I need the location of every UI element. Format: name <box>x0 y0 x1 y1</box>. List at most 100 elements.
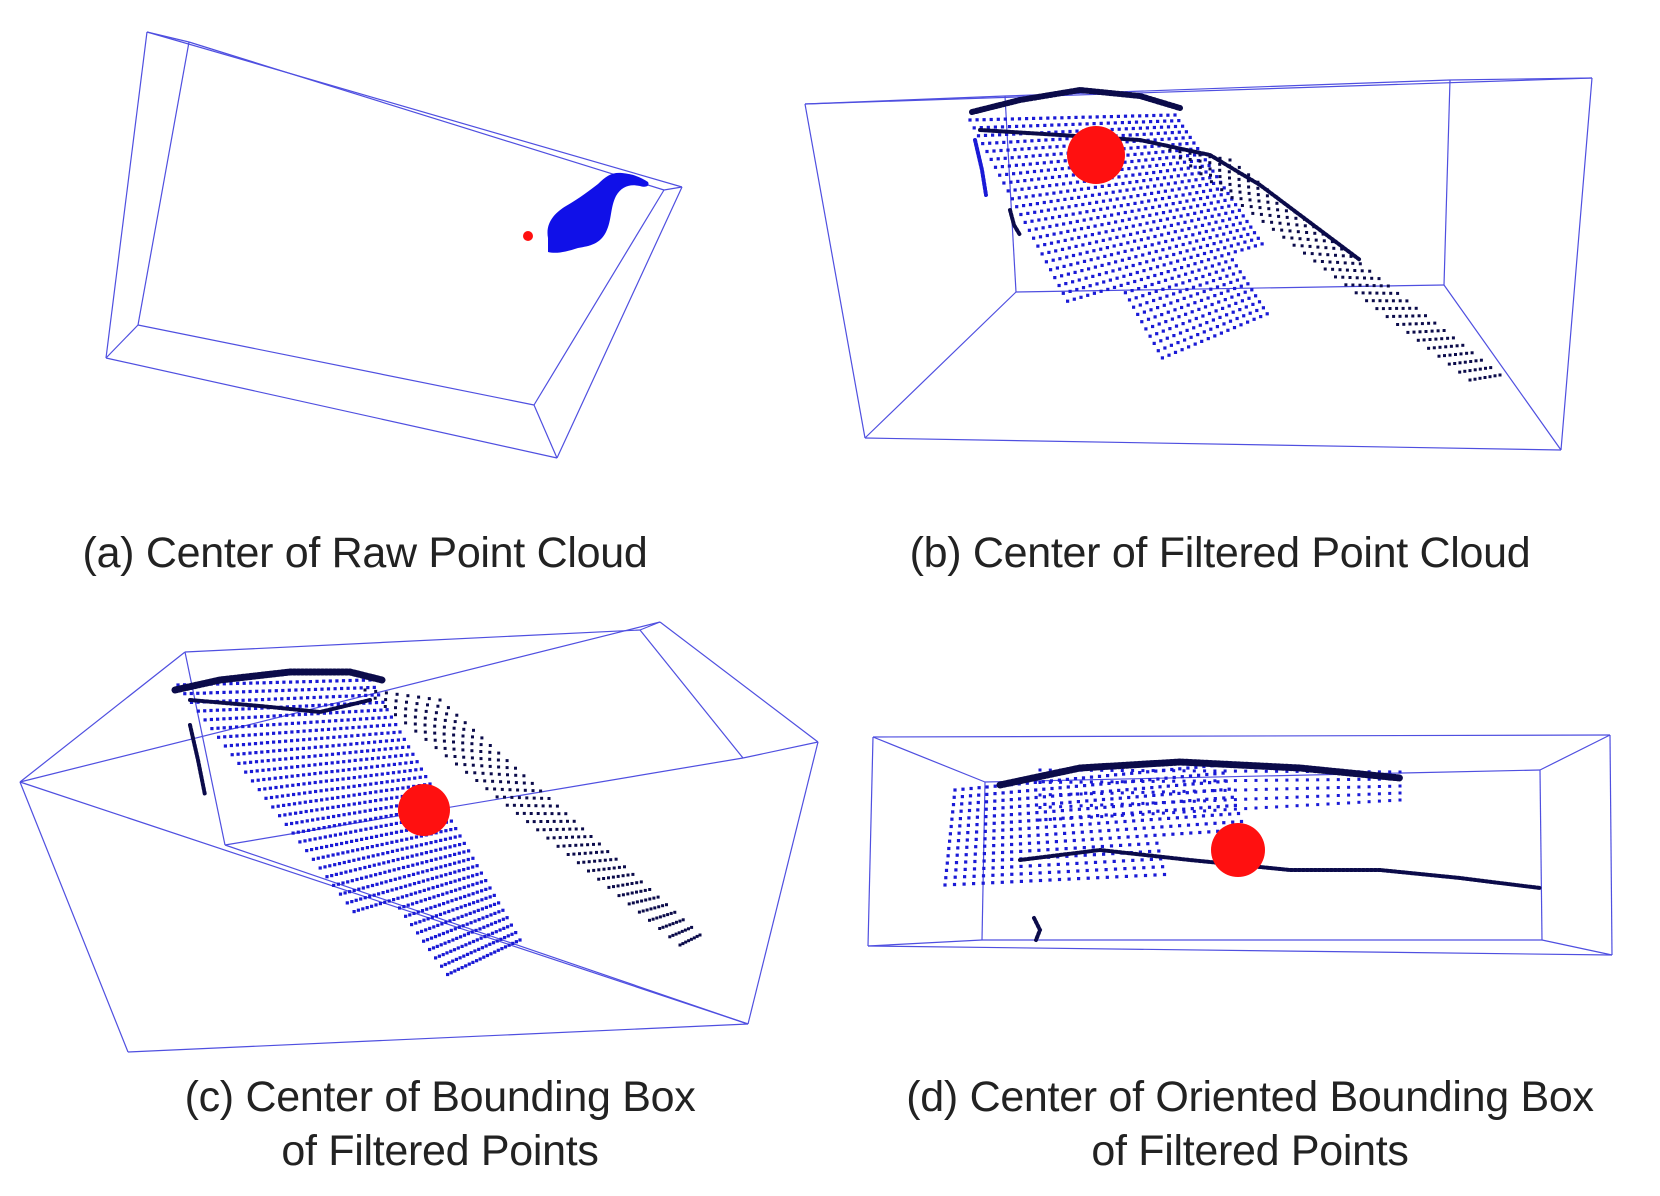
cloud-point <box>370 904 374 908</box>
cloud-point <box>467 849 471 853</box>
cloud-point <box>1046 116 1050 120</box>
cloud-point <box>552 836 556 840</box>
cloud-point <box>353 758 357 762</box>
cloud-point <box>341 851 345 855</box>
cloud-point <box>661 904 665 908</box>
cloud-point <box>1093 860 1098 864</box>
cloud-point <box>1326 253 1330 257</box>
cloud-point <box>1266 200 1270 204</box>
cloud-point <box>1377 277 1381 281</box>
cloud-point <box>1082 846 1086 850</box>
cloud-point <box>396 857 400 862</box>
cloud-point <box>1010 842 1014 847</box>
cloud-point <box>992 836 996 840</box>
cloud-point <box>403 769 407 773</box>
cloud-point <box>378 871 382 876</box>
cloud-point <box>1166 784 1170 788</box>
cloud-point <box>307 763 311 767</box>
cloud-point <box>403 714 407 718</box>
cloud-point <box>1185 287 1189 292</box>
cloud-point <box>1347 793 1351 797</box>
cloud-point <box>383 900 387 904</box>
cloud-point <box>983 829 987 833</box>
cloud-point <box>189 691 193 696</box>
cloud-point <box>398 730 402 734</box>
cloud-point <box>370 693 374 697</box>
cloud-point <box>1034 788 1038 792</box>
cloud-point <box>606 850 610 854</box>
cloud-point <box>1458 361 1462 365</box>
cloud-point <box>1142 826 1146 830</box>
cloud-point <box>478 957 482 961</box>
cloud-point <box>394 813 398 817</box>
cloud-point <box>1422 338 1426 342</box>
cloud-point <box>1186 264 1190 268</box>
cloud-point <box>1034 803 1039 807</box>
cloud-point <box>1150 144 1154 148</box>
cloud-point <box>1050 123 1054 127</box>
cloud-point <box>1391 299 1395 303</box>
cloud-point <box>266 759 270 763</box>
cloud-point <box>1043 243 1047 247</box>
cloud-point <box>1213 294 1217 298</box>
cloud-point <box>1137 159 1141 163</box>
cloud-point <box>1100 815 1104 819</box>
cloud-point <box>1199 210 1204 214</box>
cloud-point <box>1203 216 1207 220</box>
cloud-point <box>1228 230 1233 234</box>
cloud-point <box>292 705 296 709</box>
cloud-point <box>1174 324 1179 328</box>
cloud-point <box>1150 191 1154 195</box>
cloud-point <box>278 722 282 726</box>
cloud-point <box>1063 159 1067 163</box>
cloud-point <box>1145 221 1149 225</box>
cloud-point <box>1157 204 1162 208</box>
cloud-point <box>326 806 330 810</box>
cloud-point <box>1202 202 1207 207</box>
cloud-point <box>1017 155 1021 159</box>
cloud-point <box>1237 184 1241 188</box>
box-edge <box>639 621 661 631</box>
cloud-point <box>1260 242 1264 246</box>
cloud-point <box>1233 779 1237 783</box>
cloud-point <box>471 865 475 869</box>
cloud-point <box>1074 854 1078 858</box>
cloud-point <box>456 916 460 920</box>
cloud-point <box>482 955 486 959</box>
cloud-point <box>1127 167 1131 171</box>
cloud-point <box>354 898 358 902</box>
cloud-point <box>319 771 323 775</box>
cloud-point <box>260 715 264 719</box>
cloud-point <box>1116 114 1120 118</box>
cloud-point <box>1110 780 1114 784</box>
cloud-point <box>427 697 431 701</box>
box-edge <box>224 757 744 846</box>
cloud-point <box>430 915 434 919</box>
cloud-point <box>394 699 398 703</box>
cloud-point <box>510 932 514 936</box>
cloud-point <box>527 804 531 808</box>
cloud-point <box>389 813 393 818</box>
cloud-point <box>295 821 299 825</box>
cloud-point <box>291 831 295 835</box>
cloud-point <box>1176 259 1180 263</box>
cloud-point <box>1026 789 1030 793</box>
cloud-point <box>1167 816 1171 820</box>
cloud-point <box>460 966 464 970</box>
cloud-point <box>452 747 456 751</box>
cloud-point <box>385 788 389 792</box>
cloud-point <box>1169 792 1173 796</box>
cloud-point <box>315 808 319 812</box>
cloud-point <box>308 781 312 785</box>
cloud-point <box>1181 242 1185 247</box>
cloud-point <box>248 689 252 694</box>
cloud-ridge <box>1018 847 1542 890</box>
cloud-point <box>462 885 466 889</box>
cloud-point <box>217 735 221 739</box>
cloud-point <box>1326 778 1330 782</box>
cloud-point <box>347 812 351 816</box>
cloud-point <box>1179 167 1183 171</box>
cloud-point <box>1285 787 1289 791</box>
cloud-point <box>332 883 336 887</box>
cloud-point <box>998 173 1002 177</box>
